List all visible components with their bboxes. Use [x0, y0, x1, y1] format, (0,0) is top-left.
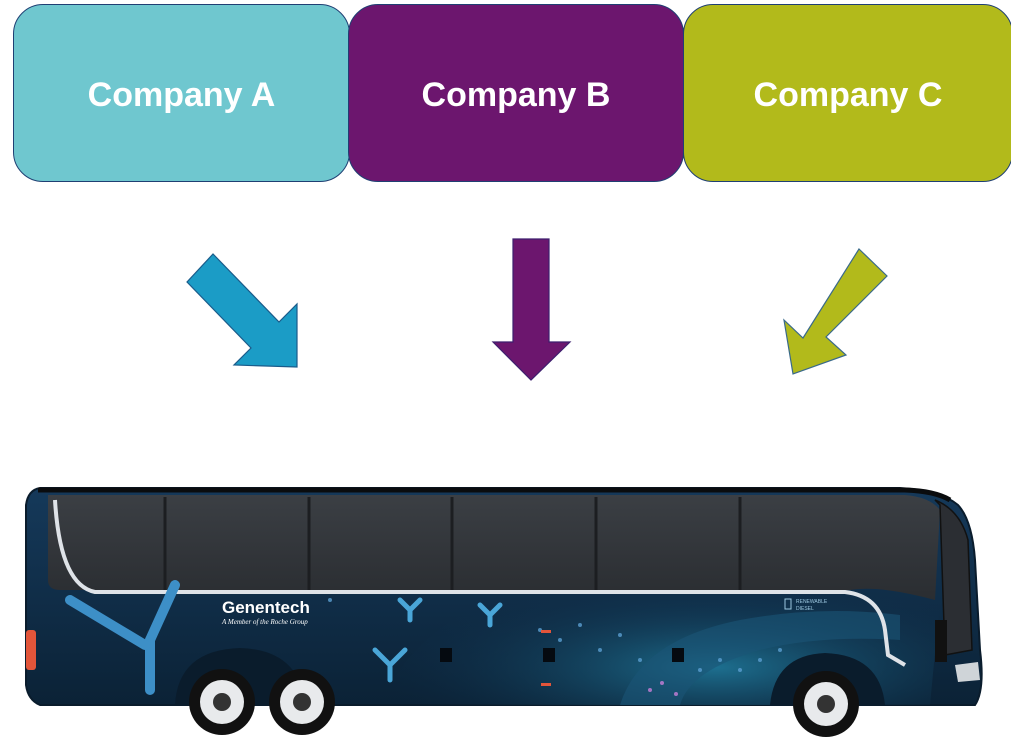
rear-light: [26, 630, 36, 670]
arrow-b-icon: [491, 238, 572, 381]
body-panels: [440, 648, 684, 662]
bus-swirl-band: [620, 611, 900, 705]
wheel-rear-2: [269, 669, 335, 735]
arrow-c-icon: [783, 248, 888, 375]
bus-tagline: A Member of the Roche Group: [221, 618, 308, 626]
purple-particles: [648, 681, 678, 696]
bus-windshield: [934, 499, 973, 656]
company-b-label: Company B: [421, 75, 611, 114]
company-a-label: Company A: [87, 75, 276, 114]
bus-brand: Genentech: [222, 598, 310, 617]
bus-badge-line1: RENEWABLE: [796, 599, 828, 605]
window-separators: [163, 497, 742, 590]
bus-window-strip: [48, 495, 940, 600]
bus-badge-line2: DIESEL: [796, 606, 814, 612]
company-b-box: Company B: [348, 4, 684, 182]
company-c-label: Company C: [753, 75, 943, 114]
side-mirror: [935, 620, 947, 662]
company-c-box: Company C: [683, 4, 1011, 182]
antibody-graphic-small: [372, 597, 503, 683]
roof-line: [38, 487, 952, 503]
arrow-a-icon: [186, 253, 298, 368]
headlight: [955, 662, 980, 682]
wheel-front: [793, 671, 859, 737]
antibody-graphic-large: [65, 580, 180, 695]
particle-graphics: [328, 598, 782, 672]
company-a-box: Company A: [13, 4, 350, 182]
wheel-rear-1: [189, 669, 255, 735]
fuel-icon: [784, 598, 792, 610]
bus-stripe: [53, 499, 907, 667]
